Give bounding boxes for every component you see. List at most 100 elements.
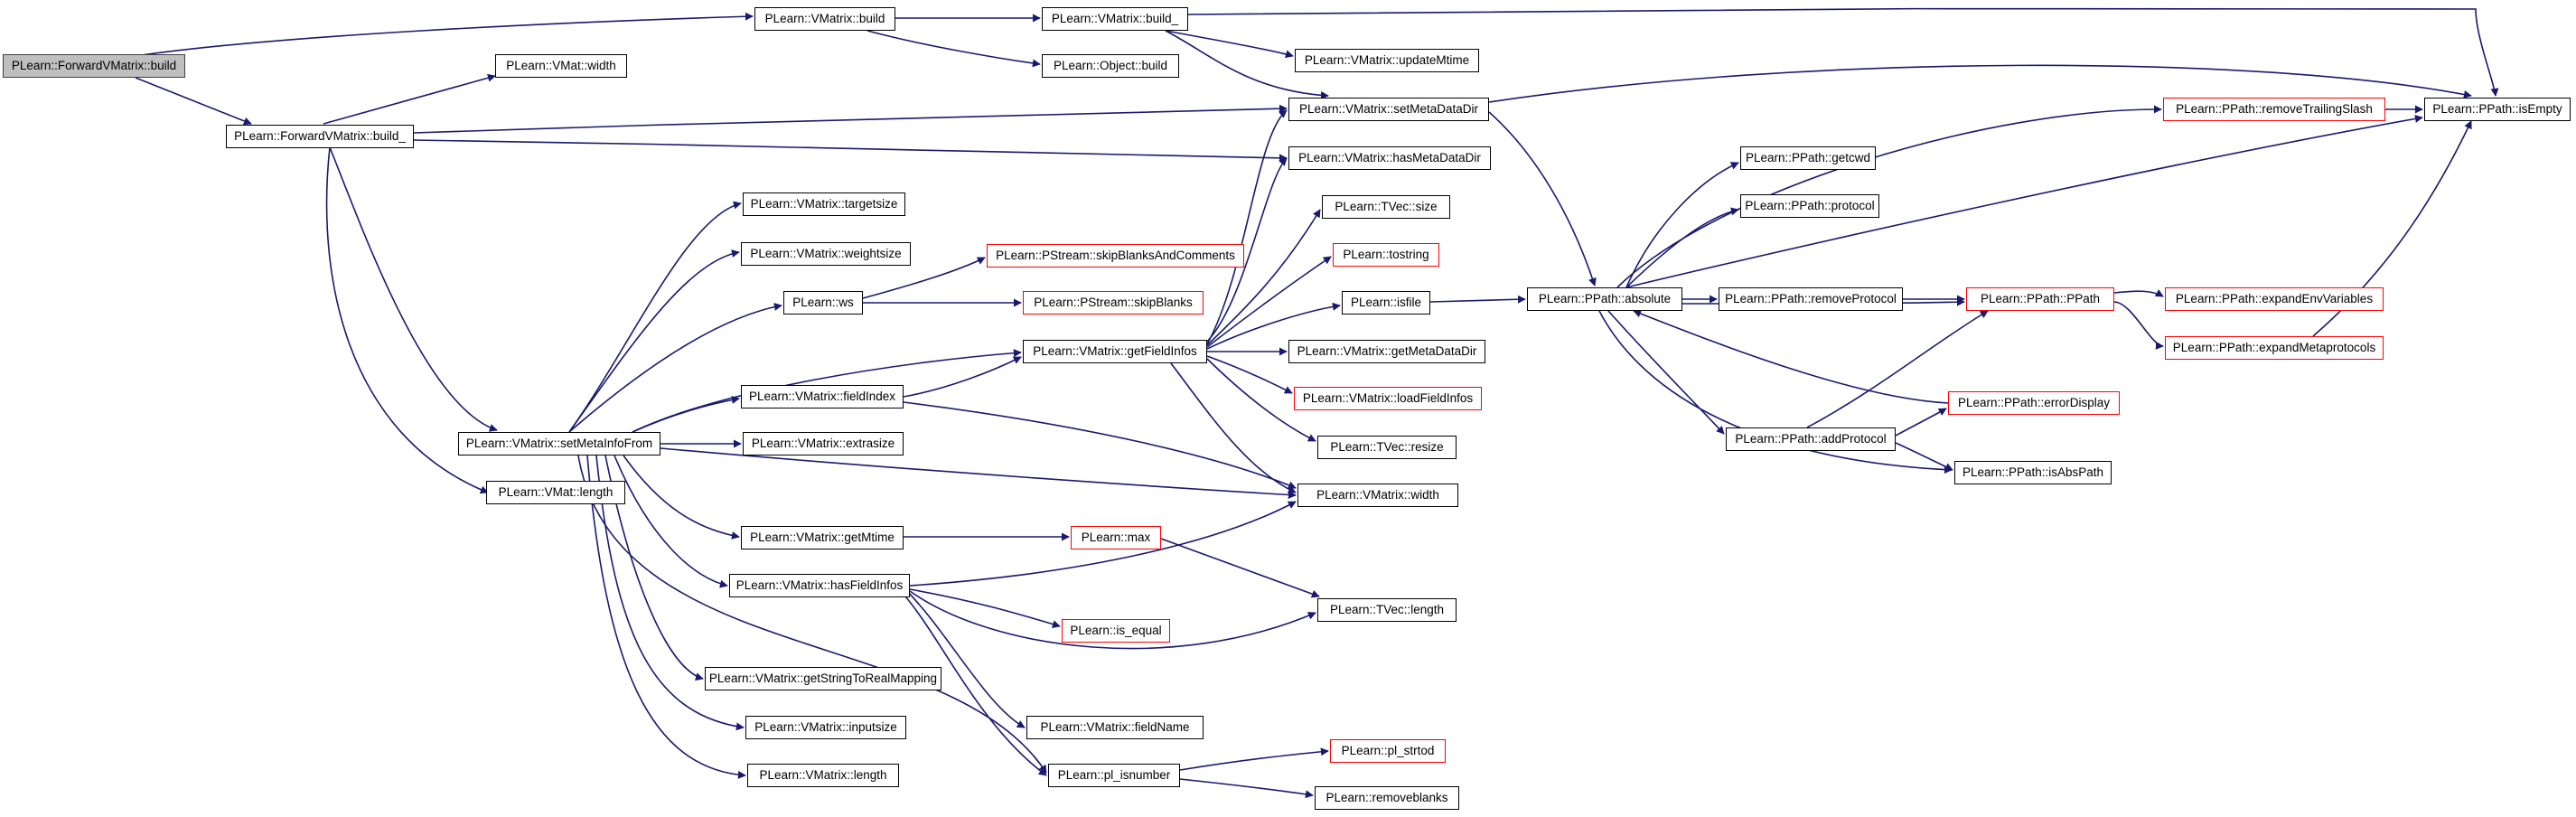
- call-edge: [1429, 295, 1526, 304]
- node-ppath-isempty[interactable]: PLearn::PPath::isEmpty: [2424, 98, 2571, 121]
- node-vmatrix-getfieldinfos[interactable]: PLearn::VMatrix::getFieldInfos: [1023, 340, 1207, 363]
- call-edge: [1206, 209, 1321, 346]
- node-vmatrix-setmetainfofrom[interactable]: PLearn::VMatrix::setMetaInfoFrom: [458, 432, 660, 455]
- call-edge: [1488, 111, 1597, 286]
- node-ppath-protocol[interactable]: PLearn::PPath::protocol: [1740, 194, 1879, 218]
- node-vmatrix-inputsize[interactable]: PLearn::VMatrix::inputsize: [745, 716, 906, 739]
- node-tostring[interactable]: PLearn::tostring: [1333, 243, 1439, 267]
- node-removeblanks[interactable]: PLearn::removeblanks: [1315, 786, 1459, 810]
- node-ppath-getcwd[interactable]: PLearn::PPath::getcwd: [1740, 146, 1876, 170]
- call-edge: [1206, 358, 1316, 442]
- call-edge: [586, 455, 746, 779]
- call-edge: [909, 501, 1297, 587]
- call-edge: [325, 146, 489, 494]
- node-isfile[interactable]: PLearn::isfile: [1342, 291, 1430, 315]
- call-edge: [903, 356, 1022, 398]
- call-edge: [1633, 309, 1949, 404]
- call-edge: [1160, 538, 1320, 598]
- node-pstream-skipblanks[interactable]: PLearn::PStream::skipBlanks: [1023, 291, 1204, 315]
- node-ppath-expandmetaprotocols[interactable]: PLearn::PPath::expandMetaprotocols: [2165, 336, 2384, 360]
- call-edge: [623, 455, 740, 540]
- call-edge: [135, 12, 754, 57]
- node-vmatrix-getmtime[interactable]: PLearn::VMatrix::getMtime: [741, 526, 904, 549]
- call-edges: [135, 7, 2499, 799]
- call-edge: [903, 587, 1026, 728]
- call-edge: [632, 396, 740, 433]
- call-edge: [909, 588, 1061, 628]
- call-edge: [2113, 289, 2164, 297]
- node-vmatrix-hasmetadatadir[interactable]: PLearn::VMatrix::hasMetaDataDir: [1288, 146, 1491, 170]
- node-is-equal[interactable]: PLearn::is_equal: [1062, 619, 1170, 643]
- call-edge: [1895, 408, 1947, 437]
- call-edge: [1895, 442, 1953, 471]
- call-edge: [1625, 207, 1739, 288]
- node-vmat-length[interactable]: PLearn::VMat::length: [486, 481, 625, 504]
- node-vmatrix-width[interactable]: PLearn::VMatrix::width: [1297, 484, 1458, 507]
- call-edge: [1625, 162, 1739, 288]
- node-vmatrix-setmetadatadir[interactable]: PLearn::VMatrix::setMetaDataDir: [1288, 98, 1489, 121]
- call-edge: [1616, 105, 2162, 288]
- call-edge: [909, 590, 1316, 650]
- call-edge: [1179, 778, 1314, 799]
- node-ppath-removeprotocol[interactable]: PLearn::PPath::removeProtocol: [1719, 287, 1903, 311]
- node-vmatrix-extrasize[interactable]: PLearn::VMatrix::extrasize: [743, 432, 904, 455]
- node-vmatrix-length[interactable]: PLearn::VMatrix::length: [747, 764, 899, 787]
- node-pl-isnumber[interactable]: PLearn::pl_isnumber: [1048, 764, 1180, 787]
- node-ppath-ppath[interactable]: PLearn::PPath::PPath: [1966, 287, 2114, 311]
- node-vmatrix-build[interactable]: PLearn::VMatrix::build: [754, 7, 895, 31]
- call-edge: [903, 401, 1297, 490]
- call-edge: [1806, 310, 1989, 428]
- call-edge: [1598, 310, 1953, 474]
- node-vmatrix-fieldindex[interactable]: PLearn::VMatrix::fieldIndex: [741, 385, 904, 408]
- node-tvec-length[interactable]: PLearn::TVec::length: [1317, 598, 1457, 622]
- node-tvec-resize[interactable]: PLearn::TVec::resize: [1317, 436, 1457, 459]
- call-edge: [1206, 157, 1288, 343]
- node-ppath-expandenvvariables[interactable]: PLearn::PPath::expandEnvVariables: [2165, 287, 2384, 311]
- call-edge: [2113, 301, 2164, 350]
- node-vmatrix-targetsize[interactable]: PLearn::VMatrix::targetsize: [743, 193, 905, 216]
- node-ppath-removetrailingslash[interactable]: PLearn::PPath::removeTrailingSlash: [2163, 98, 2385, 121]
- node-forwardvmatrix-build-underscore[interactable]: PLearn::ForwardVMatrix::build_: [226, 125, 414, 148]
- node-forwardvmatrix-build[interactable]: PLearn::ForwardVMatrix::build: [3, 54, 185, 78]
- call-edge: [1206, 256, 1332, 348]
- call-edge: [568, 249, 740, 433]
- node-tvec-size[interactable]: PLearn::TVec::size: [1322, 195, 1450, 219]
- node-pl-strtod[interactable]: PLearn::pl_strtod: [1330, 739, 1446, 763]
- node-vmatrix-getstringtorealmapping[interactable]: PLearn::VMatrix::getStringToRealMapping: [705, 667, 941, 690]
- node-vmatrix-getmetadatadir[interactable]: PLearn::VMatrix::getMetaDataDir: [1288, 340, 1485, 363]
- call-edge: [413, 104, 1288, 134]
- node-ppath-absolute[interactable]: PLearn::PPath::absolute: [1527, 287, 1682, 311]
- call-edge: [614, 455, 728, 588]
- call-edge: [2312, 120, 2472, 337]
- call-edge: [1165, 30, 1329, 99]
- call-edge: [660, 447, 1297, 500]
- call-edge: [1206, 355, 1293, 394]
- node-ws[interactable]: PLearn::ws: [783, 291, 863, 315]
- node-ppath-isabspath[interactable]: PLearn::PPath::isAbsPath: [1954, 461, 2112, 484]
- call-edge: [1488, 64, 2472, 103]
- node-vmatrix-loadfieldinfos[interactable]: PLearn::VMatrix::loadFieldInfos: [1294, 387, 1482, 410]
- node-vmatrix-build-underscore[interactable]: PLearn::VMatrix::build_: [1042, 7, 1188, 31]
- node-vmat-width[interactable]: PLearn::VMat::width: [495, 54, 627, 78]
- node-ppath-addprotocol[interactable]: PLearn::PPath::addProtocol: [1726, 427, 1896, 451]
- node-pstream-skipblanksandcomments[interactable]: PLearn::PStream::skipBlanksAndComments: [987, 244, 1244, 268]
- call-edge: [595, 455, 745, 731]
- node-vmatrix-fieldname[interactable]: PLearn::VMatrix::fieldName: [1026, 716, 1204, 739]
- call-edge: [1625, 114, 2423, 288]
- call-edge: [135, 77, 252, 126]
- call-edge: [1206, 302, 1341, 350]
- node-object-build[interactable]: PLearn::Object::build: [1042, 54, 1179, 78]
- node-ppath-errordisplay[interactable]: PLearn::PPath::errorDisplay: [1948, 391, 2120, 415]
- call-edge: [568, 303, 782, 433]
- call-edge: [1165, 30, 1294, 59]
- node-vmatrix-updatemtime[interactable]: PLearn::VMatrix::updateMtime: [1295, 49, 1479, 72]
- node-vmatrix-weightsize[interactable]: PLearn::VMatrix::weightsize: [741, 242, 911, 266]
- call-edge: [568, 201, 742, 433]
- node-max[interactable]: PLearn::max: [1071, 526, 1161, 549]
- call-edge: [413, 139, 1288, 163]
- call-edge: [862, 257, 986, 299]
- call-edge: [1206, 109, 1288, 345]
- node-vmatrix-hasfieldinfos[interactable]: PLearn::VMatrix::hasFieldInfos: [729, 574, 910, 597]
- call-edge: [329, 146, 498, 432]
- call-edge: [1179, 747, 1329, 771]
